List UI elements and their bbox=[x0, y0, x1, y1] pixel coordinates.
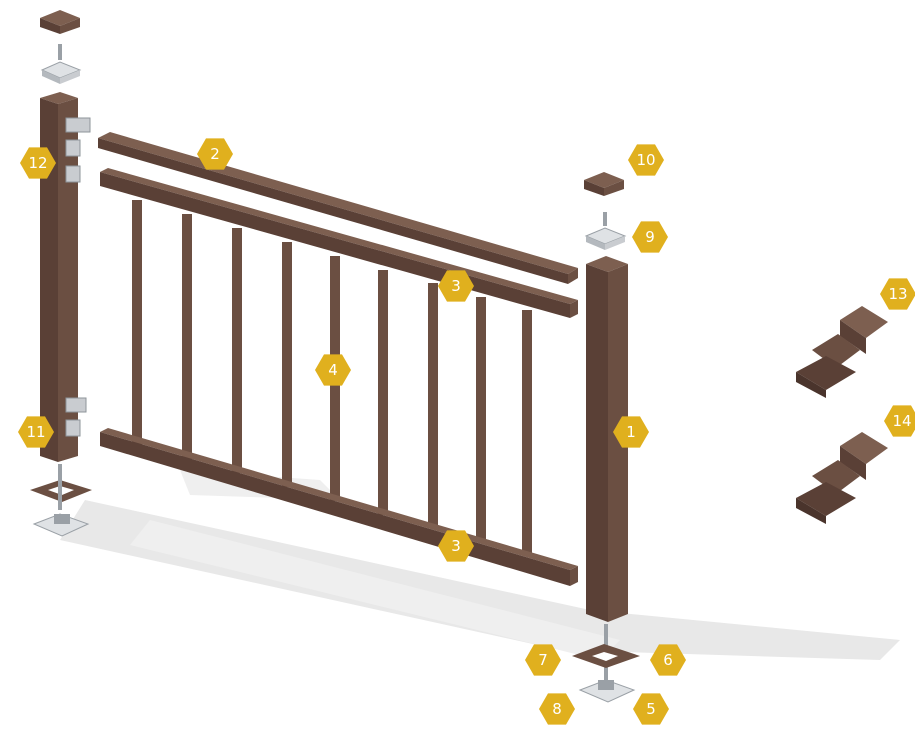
callout-badge-angle-bracket-a: 13 bbox=[880, 278, 915, 309]
callout-number: 2 bbox=[210, 145, 220, 163]
callout-number: 13 bbox=[888, 285, 907, 303]
baluster bbox=[476, 297, 486, 542]
callout-badge-base-plate: 8 bbox=[539, 693, 575, 724]
callout-number: 12 bbox=[28, 154, 47, 172]
callout-number: 4 bbox=[328, 361, 338, 379]
callout-number: 3 bbox=[451, 537, 461, 555]
baluster bbox=[378, 270, 388, 515]
left-cap-bracket bbox=[42, 44, 80, 84]
callout-number: 9 bbox=[645, 228, 655, 246]
callout-number: 1 bbox=[626, 423, 636, 441]
callout-number: 3 bbox=[451, 277, 461, 295]
right-post-cap bbox=[584, 172, 624, 196]
baluster bbox=[522, 310, 532, 555]
left-post-cap bbox=[40, 10, 80, 34]
right-cap-bracket bbox=[586, 212, 625, 250]
callout-badge-base-anchor: 5 bbox=[633, 693, 669, 724]
right-base-plate bbox=[580, 680, 634, 702]
left-post-assembly bbox=[30, 10, 92, 536]
callout-number: 11 bbox=[26, 423, 45, 441]
baluster bbox=[132, 200, 142, 445]
angle-bracket-a bbox=[796, 306, 888, 398]
baluster bbox=[182, 214, 192, 459]
left-upper-brackets bbox=[66, 118, 90, 182]
angle-bracket-b bbox=[796, 432, 888, 524]
callout-badge-balusters: 4 bbox=[315, 354, 351, 385]
left-anchor-screw bbox=[58, 464, 62, 510]
baluster bbox=[282, 242, 292, 487]
callout-badge-post-cap: 10 bbox=[628, 144, 664, 175]
callout-number: 10 bbox=[636, 151, 655, 169]
callout-badge-angle-bracket-b: 14 bbox=[884, 405, 915, 436]
callout-number: 6 bbox=[663, 651, 673, 669]
callout-number: 5 bbox=[646, 700, 656, 718]
baluster bbox=[428, 283, 438, 528]
baluster bbox=[232, 228, 242, 473]
callout-badge-cap-bracket: 9 bbox=[632, 221, 668, 252]
callout-number: 7 bbox=[538, 651, 548, 669]
callout-number: 14 bbox=[892, 412, 911, 430]
callout-number: 8 bbox=[552, 700, 562, 718]
